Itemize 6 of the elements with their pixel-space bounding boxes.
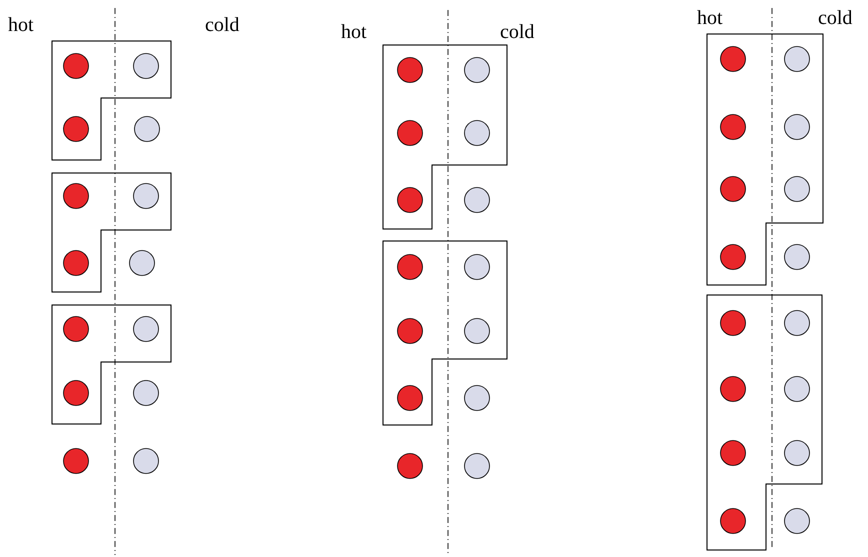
column-label: cold (500, 22, 534, 42)
column-label: cold (205, 15, 240, 35)
column-label: cold (818, 8, 852, 28)
column-label: hot (341, 22, 367, 42)
column-label: hot (697, 8, 723, 28)
column-label: hot (8, 15, 34, 35)
